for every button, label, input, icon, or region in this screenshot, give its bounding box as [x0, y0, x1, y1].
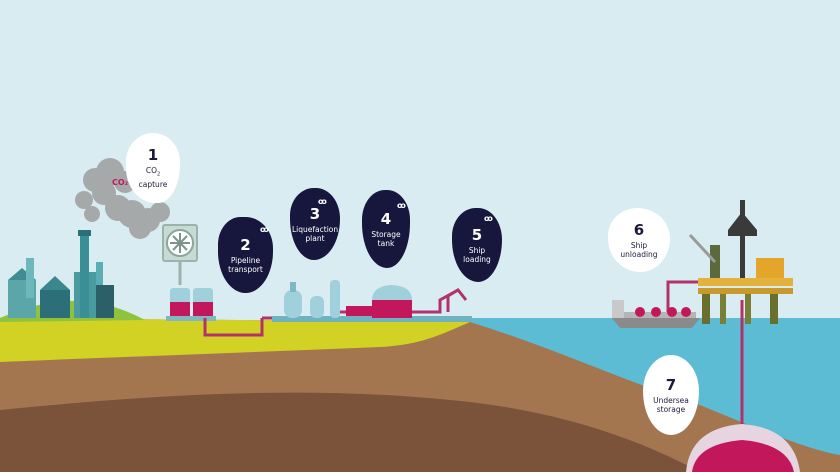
- ship: [612, 300, 700, 328]
- grass-strip: [0, 318, 470, 362]
- bubble-icon-2: ꝏ: [260, 225, 269, 234]
- offshore-platform: [688, 200, 793, 324]
- step-7-label: Undersea storage: [653, 395, 689, 414]
- step-3-number: 3: [309, 204, 321, 223]
- step-1-number: 1: [147, 146, 159, 165]
- bubble-icon-3: ꝏ: [318, 197, 327, 206]
- ground-deep-layer: [0, 392, 700, 472]
- step-7-bubble: 7 Undersea storage: [643, 355, 699, 435]
- step-6-number: 6: [633, 220, 645, 239]
- step-5-label: Ship loading: [463, 245, 491, 264]
- step-4-label: Storage tank: [371, 229, 401, 248]
- liquefaction-plant: [272, 280, 472, 322]
- factory: [8, 230, 114, 318]
- step-4-bubble: 4 Storage tank: [362, 190, 410, 268]
- step-2-bubble: 2 Pipeline transport: [218, 217, 273, 293]
- loading-arm: [446, 288, 468, 312]
- bubble-icon-5: ꝏ: [484, 214, 493, 223]
- step-7-number: 7: [665, 375, 677, 394]
- step-3-label: Liquefaction plant: [292, 224, 339, 243]
- step-2-label: Pipeline transport: [228, 255, 263, 274]
- co2-icon: CO₂: [112, 178, 129, 187]
- step-6-bubble: 6 Ship unloading: [608, 208, 670, 272]
- step-5-number: 5: [471, 225, 483, 244]
- step-2-number: 2: [240, 235, 251, 254]
- step-4-number: 4: [380, 209, 392, 228]
- storage-tank: [372, 285, 412, 318]
- bubble-icon-4: ꝏ: [397, 201, 406, 210]
- smoke-cloud: [75, 158, 170, 239]
- step-6-label: Ship unloading: [620, 240, 658, 259]
- step-3-bubble: 3 Liquefaction plant: [290, 188, 340, 260]
- undersea-reservoir: [686, 424, 800, 472]
- capture-unit: [162, 224, 216, 321]
- step-5-bubble: 5 Ship loading: [452, 208, 502, 282]
